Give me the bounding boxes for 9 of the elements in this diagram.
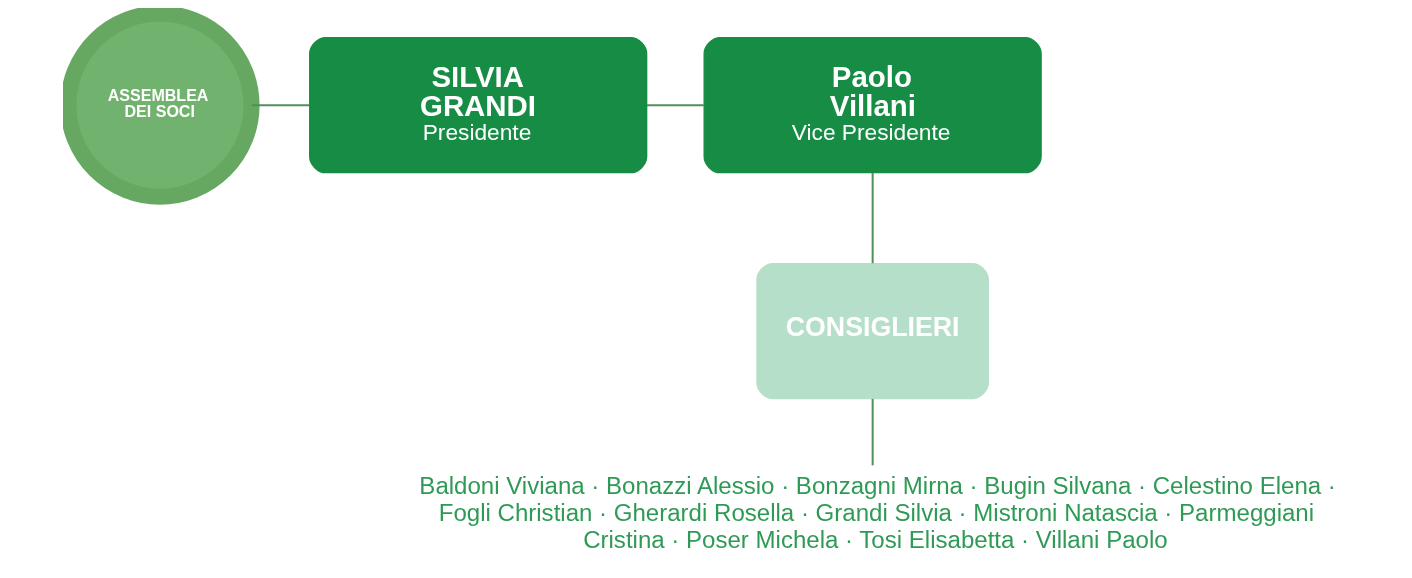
connector — [646, 104, 704, 107]
node-box: SILVIA GRANDI Presidente — [308, 36, 647, 174]
node-circle: ASSEMBLEA DEI SOCI — [62, 8, 260, 205]
node-text: Baldoni Viviana · Bonazzi Alessio · Bonzagni Mirna · Bugin Silvana · Celestino Elena · Fogli Christian · Gherardi Rosella · Grandi Silvia · Mistroni Natascia · Parmeggiani Cristina · Poser Michela · Tosi Elisabetta · Villani Paolo — [418, 472, 1336, 553]
node-box: CONSIGLIERI — [755, 262, 989, 400]
connector — [871, 398, 874, 466]
node-box: Paolo Villani Vice Presidente — [703, 36, 1042, 174]
connector — [251, 104, 309, 107]
connector — [871, 172, 874, 264]
